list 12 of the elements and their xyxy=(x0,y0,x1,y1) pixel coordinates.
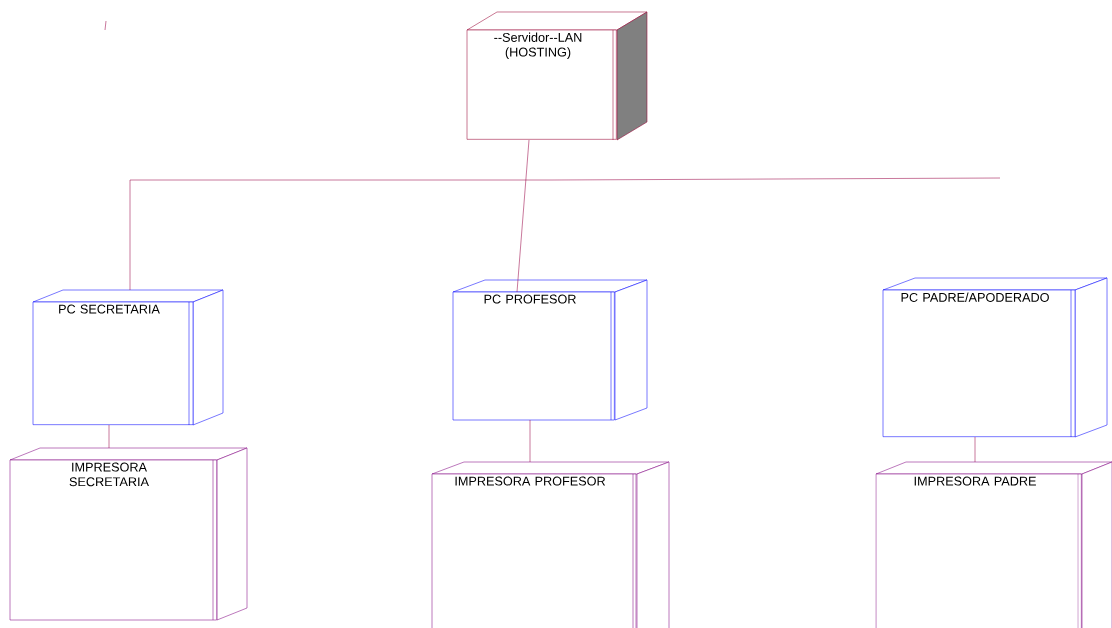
node-box: IMPRESORA PADRE xyxy=(875,461,1112,628)
connector-line xyxy=(129,179,554,291)
node-box: IMPRESORA PROFESOR xyxy=(431,461,670,628)
connector-line xyxy=(529,419,531,463)
node-box: IMPRESORA SECRETARIA xyxy=(9,447,248,621)
node-box: PC PROFESOR xyxy=(452,279,648,421)
connector-line xyxy=(108,424,110,449)
node-box: PC PADRE/APODERADO xyxy=(882,277,1108,438)
node-box: --Servidor--LAN (HOSTING) xyxy=(466,11,648,141)
connector-line xyxy=(974,436,976,463)
connector-line xyxy=(516,139,530,293)
node-box: PC SECRETARIA xyxy=(32,289,224,426)
